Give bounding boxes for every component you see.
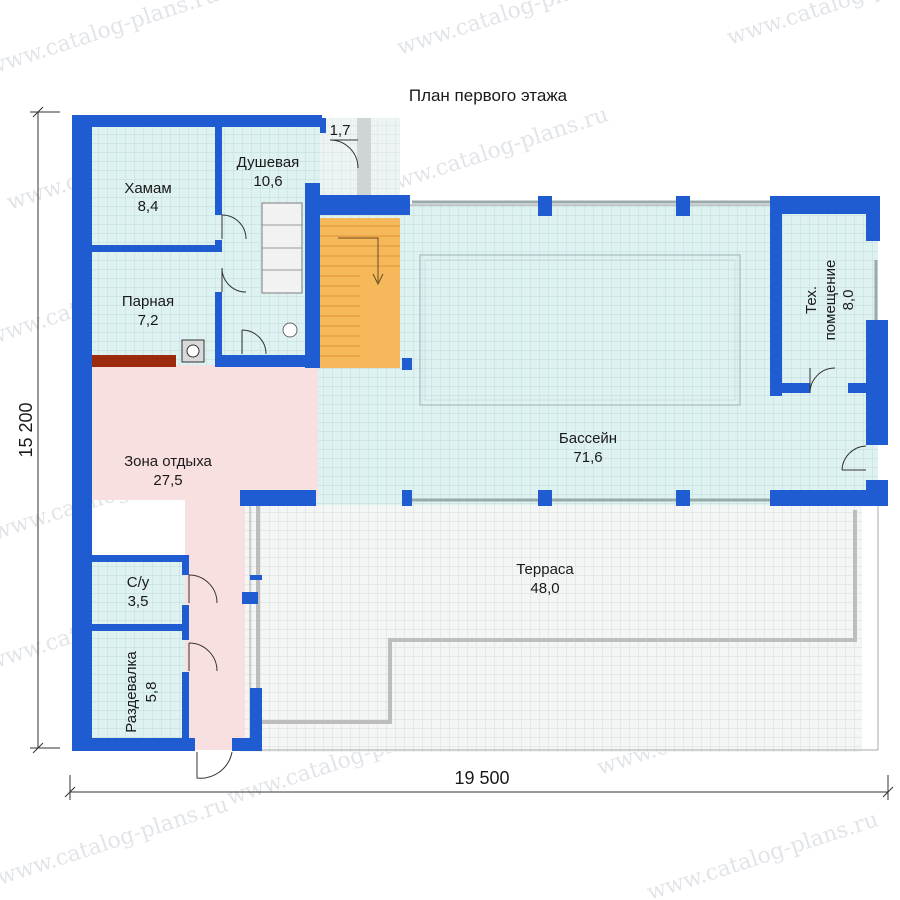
staircase [318, 218, 400, 368]
terrace-border [256, 500, 857, 724]
walls [72, 115, 888, 751]
room-pool-area: 71,6 [573, 449, 602, 466]
room-steam-name: Парная [122, 293, 174, 310]
watermark: www.catalog-plans.ru [0, 792, 231, 890]
room-shower-area: 10,6 [253, 173, 282, 190]
room-hamam-area: 8,4 [138, 198, 159, 215]
room-tech-name2: помещение [822, 260, 839, 341]
watermark: www.catalog-plans.ru [644, 807, 881, 900]
room-hamam-name: Хамам [124, 180, 171, 197]
room-labels: Хамам 8,4 Душевая 10,6 1,7 Парная 7,2 Зо… [122, 122, 857, 733]
pool-inner [424, 259, 736, 401]
room-tech-area: 8,0 [840, 290, 857, 311]
room-vestibule-area: 1,7 [330, 122, 351, 139]
room-dressing-name: Раздевалка [123, 651, 140, 733]
wc-floor [82, 562, 185, 624]
rest-zone-floor [82, 365, 318, 500]
heater-strip [92, 355, 176, 367]
dimension-lines [30, 106, 894, 800]
room-wc-area: 3,5 [128, 593, 149, 610]
watermark: www.catalog-plans.ru [0, 0, 221, 81]
room-pool-name: Бассейн [559, 430, 617, 447]
terrace-floor [240, 498, 862, 752]
plan-title: План первого этажа [409, 86, 568, 105]
sink [282, 322, 298, 338]
vestibule-gray-wall [357, 118, 371, 198]
dimension-width: 19 500 [454, 768, 509, 788]
tech-room-floor [782, 205, 874, 385]
stair-arrow [338, 237, 384, 286]
room-terrace-area: 48,0 [530, 580, 559, 597]
room-dressing-area: 5,8 [143, 682, 160, 703]
dimension-height: 15 200 [16, 402, 36, 457]
corridor-floor [185, 495, 245, 750]
room-steam-area: 7,2 [138, 312, 159, 329]
room-shower-name: Душевая [237, 154, 300, 171]
terrace-edge [249, 500, 879, 751]
watermark: www.catalog-plans.ru [394, 0, 631, 61]
floor-fills [80, 118, 878, 752]
pool-basin [419, 254, 741, 406]
doors [188, 139, 867, 779]
room-terrace-name: Терраса [516, 561, 574, 578]
watermark: www.catalog-plans.ru [374, 102, 611, 200]
dressing-floor [82, 630, 185, 748]
room-wc-name: С/у [127, 574, 150, 591]
room-tech-name1: Тех. [803, 286, 820, 314]
watermark: www.catalog-plans.ru [724, 0, 900, 51]
room-rest-name: Зона отдыха [124, 453, 212, 470]
room-rest-area: 27,5 [153, 472, 182, 489]
stair-treads [318, 225, 400, 357]
